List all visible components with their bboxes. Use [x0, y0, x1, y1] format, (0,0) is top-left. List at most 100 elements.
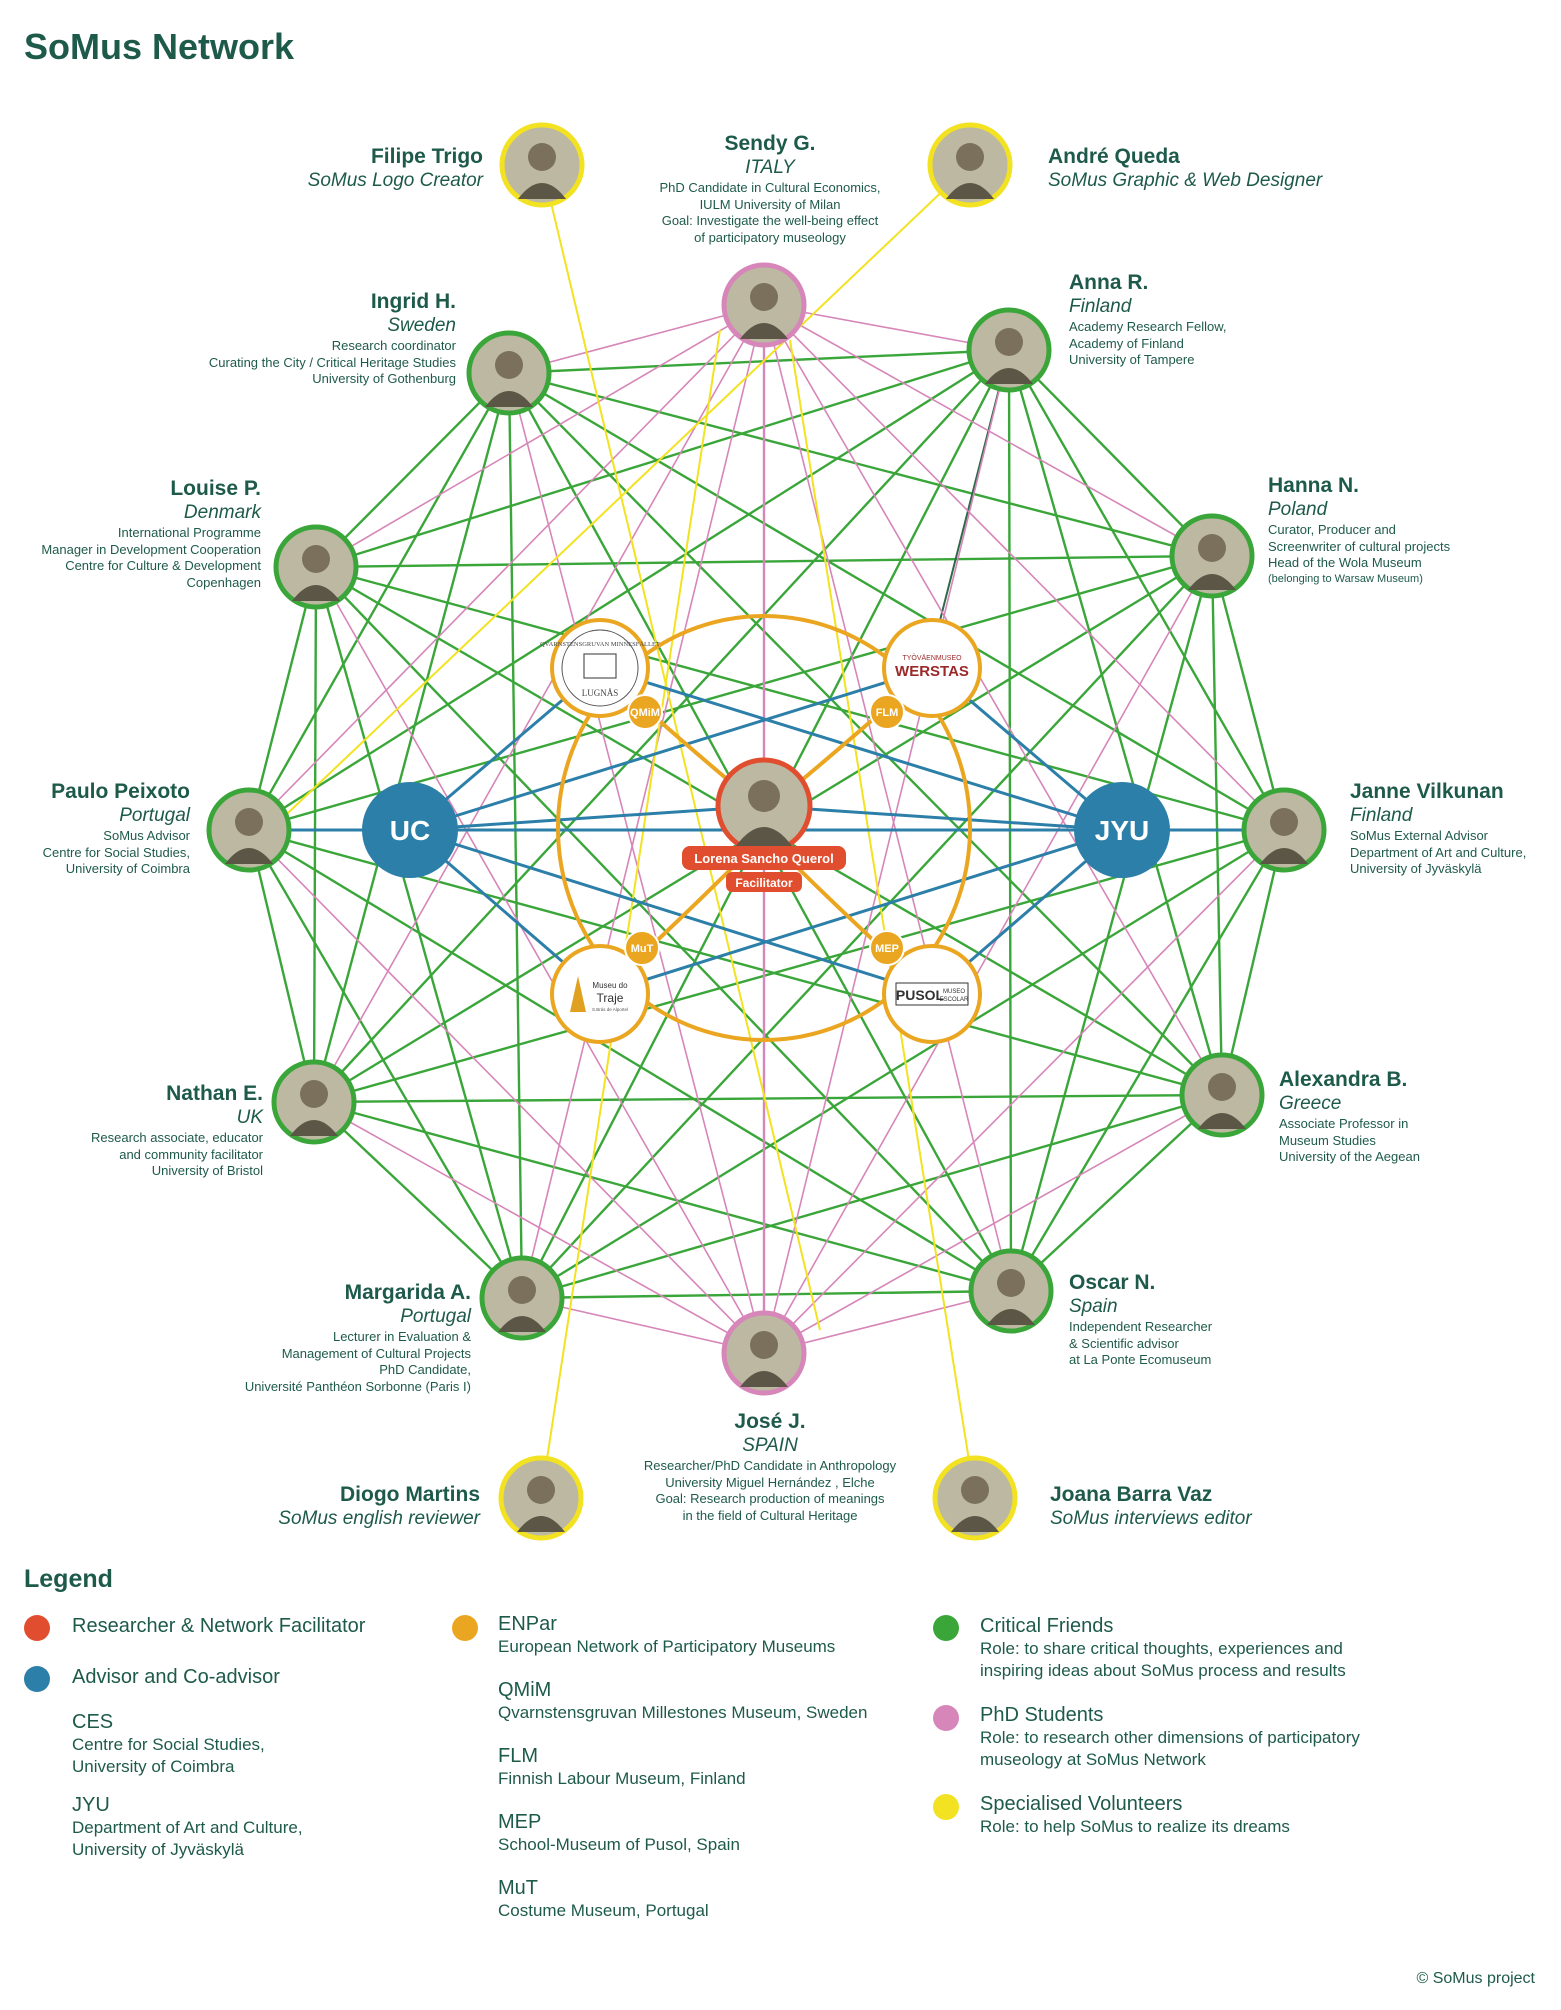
legend-mut-desc: Costume Museum, Portugal [498, 1901, 709, 1920]
person-name: José J. [734, 1410, 806, 1433]
svg-text:PUSOL: PUSOL [896, 987, 945, 1003]
person-name: Anna R. [1069, 271, 1149, 294]
legend-critical-line1: Role: to share critical thoughts, experi… [980, 1639, 1343, 1658]
svg-text:QVARNSTENSGRUVAN MINNESFÄLLET: QVARNSTENSGRUVAN MINNESFÄLLET [540, 641, 660, 648]
person-desc-3: Centre for Culture & Development [65, 558, 261, 573]
blue-link [409, 804, 765, 832]
legend-critical-friends: Critical Friends Role: to share critical… [980, 1614, 1346, 1682]
svg-text:QMiM: QMiM [630, 707, 660, 719]
person-name: Joana Barra Vaz [1050, 1483, 1213, 1506]
photo-margarida [479, 1255, 565, 1341]
green-link [1008, 349, 1213, 557]
person-desc-2: University Miguel Hernández , Elche [665, 1474, 875, 1490]
photo-sendy [721, 262, 807, 348]
pink-link [763, 304, 1012, 1292]
person-country: Finland [1350, 805, 1413, 826]
person-desc-2: Curating the City / Critical Heritage St… [208, 354, 456, 370]
green-link [312, 566, 318, 1103]
green-link [315, 566, 1012, 1292]
green-link [1007, 349, 1224, 1096]
legend-jyu-code: JYU [72, 1794, 110, 1816]
person-desc-2: Academy of Finland [1069, 335, 1184, 351]
svg-text:LUGNÅS: LUGNÅS [582, 688, 619, 698]
green-link [248, 828, 1012, 1293]
green-link [1220, 829, 1286, 1096]
person-role: SoMus english reviewer [278, 1508, 480, 1529]
person-desc-3: University of Bristol [151, 1163, 263, 1178]
advisor-node-jyu: JYU [1074, 782, 1170, 878]
green-link [521, 1093, 1223, 1300]
copyright: © SoMus project [1416, 1970, 1536, 1987]
label-hanna: Hanna N. Poland Curator, Producer and Sc… [1268, 473, 1450, 586]
person-country: Portugal [400, 1306, 471, 1327]
svg-text:Traje: Traje [597, 991, 624, 1005]
green-link [247, 566, 318, 831]
legend-dot-yellow [933, 1794, 959, 1820]
person-name: Diogo Martins [340, 1483, 480, 1506]
label-jose: José J. SPAIN Researcher/PhD Candidate i… [600, 1409, 940, 1524]
person-desc-2: Management of Cultural Projects [281, 1345, 471, 1361]
person-desc-1: Curator, Producer and [1268, 522, 1396, 537]
yellow-link [269, 164, 971, 831]
person-desc-1: SoMus External Advisor [1350, 828, 1489, 843]
blue-link [763, 804, 1123, 832]
yellow-link [540, 329, 721, 1499]
photo-anna [966, 307, 1052, 393]
legend-dot-green [933, 1615, 959, 1641]
legend-critical-name: Critical Friends [980, 1615, 1114, 1637]
legend-enpar-desc: European Network of Participatory Museum… [498, 1637, 836, 1656]
photo-oscar [968, 1248, 1054, 1334]
person-desc-3: Goal: Research production of meanings [655, 1491, 885, 1506]
legend-enpar: ENPar European Network of Participatory … [498, 1612, 835, 1658]
legend-dot-orange [452, 1615, 478, 1641]
person-desc-1: Researcher/PhD Candidate in Anthropology [643, 1458, 897, 1473]
legend-phd-students: PhD Students Role: to research other dim… [980, 1703, 1360, 1771]
photo-andre [927, 122, 1013, 208]
person-desc-1: Research coordinator [331, 338, 456, 353]
legend-ces-line2: University of Coimbra [72, 1757, 235, 1776]
legend-facilitator: Researcher & Network Facilitator [72, 1614, 365, 1638]
green-link [508, 371, 1213, 558]
legend-jyu-line1: Department of Art and Culture, [72, 1818, 303, 1837]
pink-link [763, 349, 1010, 1354]
person-country: SPAIN [742, 1435, 798, 1456]
green-link [313, 1100, 1012, 1293]
person-desc-4: in the field of Cultural Heritage [682, 1507, 858, 1523]
green-link [1007, 349, 1286, 831]
pink-link [763, 555, 1213, 1354]
photo-louise [273, 524, 359, 610]
label-paulo: Paulo Peixoto Portugal SoMus Advisor Cen… [43, 779, 190, 878]
legend-phd-line2: museology at SoMus Network [980, 1750, 1206, 1769]
legend-mut-code: MuT [498, 1877, 538, 1899]
blue-link [409, 666, 933, 832]
legend-dot-blue [24, 1666, 50, 1692]
person-country: UK [236, 1107, 263, 1128]
person-name: Sendy G. [724, 132, 816, 155]
photo-jose [721, 1310, 807, 1396]
person-name: Paulo Peixoto [51, 780, 190, 803]
legend-qmim-code: QMiM [498, 1679, 552, 1701]
legend-jyu-line2: University of Jyväskylä [72, 1840, 244, 1859]
label-anna: Anna R. Finland Academy Research Fellow,… [1069, 270, 1227, 369]
green-link [508, 371, 1285, 832]
person-name: Filipe Trigo [370, 145, 483, 168]
phd-student-connections [248, 304, 1285, 1354]
person-desc-2: Museum Studies [1279, 1132, 1376, 1148]
pink-link [521, 304, 765, 1299]
person-country: Greece [1279, 1093, 1342, 1114]
person-desc-4: of participatory museology [694, 229, 846, 245]
legend-dot-red [24, 1615, 50, 1641]
svg-text:Museu do: Museu do [592, 981, 628, 990]
person-desc-1: PhD Candidate in Cultural Economics, [659, 180, 881, 195]
svg-text:S.Brás de Alportel: S.Brás de Alportel [592, 1007, 628, 1012]
person-country: Spain [1069, 1296, 1118, 1317]
person-desc-1: Academy Research Fellow, [1069, 319, 1227, 334]
label-margarida: Margarida A. Portugal Lecturer in Evalua… [245, 1280, 471, 1395]
person-country: ITALY [745, 157, 795, 178]
green-link [1009, 829, 1286, 1292]
blue-link [409, 828, 933, 996]
